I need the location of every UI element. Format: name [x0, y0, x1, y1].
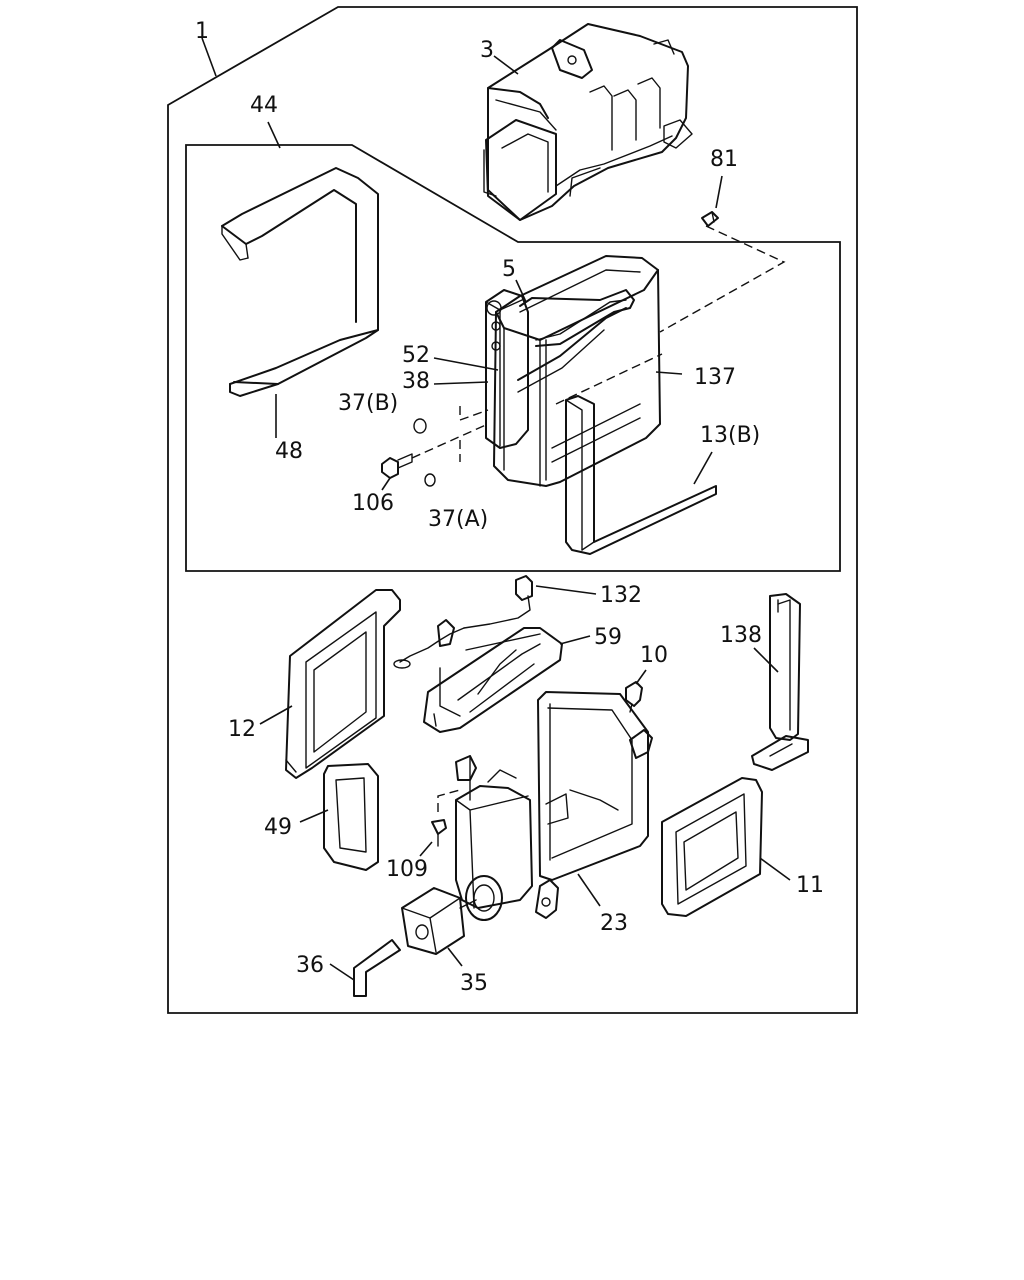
callout-13b: 13(B) — [700, 423, 760, 448]
callout-11: 11 — [796, 873, 824, 898]
callout-12: 12 — [228, 717, 256, 742]
callout-81: 81 — [710, 147, 738, 172]
assembly-frame — [167, 6, 858, 1014]
oring-37b — [413, 418, 427, 434]
callout-36: 36 — [296, 953, 324, 978]
sensor-part-132 — [393, 575, 533, 669]
gasket-part-11 — [661, 777, 763, 917]
callout-48: 48 — [275, 439, 303, 464]
lower-case-part — [455, 691, 653, 919]
bracket-part-138 — [751, 593, 809, 771]
callout-132: 132 — [600, 583, 642, 608]
callout-5: 5 — [502, 257, 516, 282]
callout-106: 106 — [352, 491, 394, 516]
clip-part-81 — [701, 211, 719, 227]
gasket-part-49 — [323, 763, 379, 871]
seal-part-13b — [565, 395, 717, 555]
callout-35: 35 — [460, 971, 488, 996]
seal-part-48 — [221, 167, 379, 397]
callout-37a: 37(A) — [428, 507, 488, 532]
callout-59: 59 — [594, 625, 622, 650]
callout-109: 109 — [386, 857, 428, 882]
bolt-106 — [381, 453, 413, 479]
evaporator-subassembly-frame — [185, 144, 841, 572]
hose-part-36 — [353, 939, 401, 997]
callout-137: 137 — [694, 365, 736, 390]
callout-52: 52 — [402, 343, 430, 368]
callout-138: 138 — [720, 623, 762, 648]
actuator-part-35 — [401, 875, 503, 955]
callout-10: 10 — [640, 643, 668, 668]
callout-23: 23 — [600, 911, 628, 936]
callout-49: 49 — [264, 815, 292, 840]
oring-37a — [424, 473, 436, 487]
callout-37b: 37(B) — [338, 391, 398, 416]
evaporator-core-part — [485, 255, 661, 487]
callout-3: 3 — [480, 38, 494, 63]
screw-part-109 — [431, 789, 461, 847]
callout-38: 38 — [402, 369, 430, 394]
upper-case-part — [483, 23, 693, 221]
callout-1: 1 — [195, 19, 209, 44]
bracket-part-10 — [625, 681, 643, 713]
callout-44: 44 — [250, 93, 278, 118]
damper-part-59 — [423, 627, 563, 733]
gasket-part-12 — [285, 589, 401, 779]
